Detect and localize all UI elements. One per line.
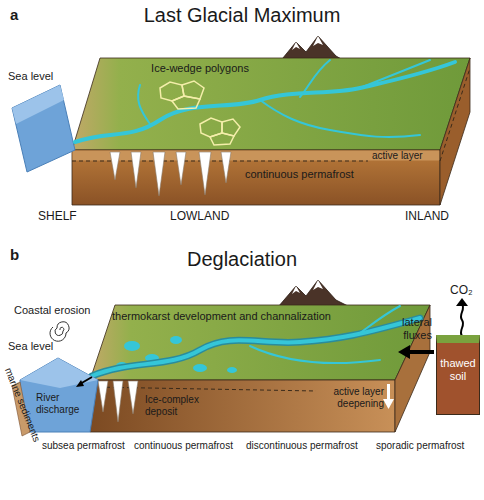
sea-slab-part [12, 85, 64, 124]
ice-wedge-polygons [160, 81, 240, 145]
river [92, 306, 420, 376]
layer-label: active layer deepening [318, 386, 384, 409]
sea-water-part [76, 380, 84, 387]
ice-wedge-part [176, 152, 186, 185]
mountain [278, 280, 350, 307]
river-part [92, 318, 420, 376]
river-part [250, 346, 380, 363]
mountain-part [313, 280, 323, 290]
river-part [260, 100, 420, 137]
land-block-part [90, 305, 430, 380]
feature-label: River discharge [36, 392, 84, 415]
feature-label: Sea level [8, 70, 53, 83]
mountain-part [278, 280, 350, 307]
river-part [75, 62, 455, 142]
co2-arrow-part [461, 304, 463, 336]
ice-wedge-polygons-part [172, 96, 200, 109]
ice-wedge-part [199, 152, 211, 195]
ice-wedge [98, 381, 138, 422]
land-block-part [72, 150, 440, 205]
feature-label: thermokarst development and channalizati… [112, 310, 331, 323]
thermokarst-ponds-part [227, 367, 237, 373]
lateral-flux-arrow-part [398, 345, 410, 359]
active-layer-arrow [383, 384, 394, 409]
permafrost-zone-label: continuous permafrost [134, 440, 233, 452]
lateral-flux-arrow [398, 345, 434, 359]
river-part [92, 318, 420, 376]
ice-wedge-part [131, 152, 141, 188]
land-block-part [92, 387, 316, 391]
land-block-part [90, 380, 395, 432]
deposit-label: Ice-complex deposit [145, 394, 207, 417]
river-part [138, 85, 150, 124]
sea-water-part [20, 358, 98, 388]
permafrost-zone-label: discontinuous permafrost [246, 440, 358, 452]
feature-label: Ice-wedge polygons [135, 62, 265, 75]
sea-slab-part [12, 85, 75, 172]
river-part [300, 60, 330, 97]
zone-label: LOWLAND [170, 210, 229, 224]
thermokarst-ponds-part [124, 341, 140, 351]
node-text: thawed soil [439, 357, 477, 382]
land-block-part [440, 58, 470, 205]
zone-label: INLAND [405, 210, 449, 224]
panel-letter: b [10, 246, 19, 263]
river-part [360, 306, 400, 333]
land-block-part [440, 68, 470, 161]
feature-label: Sea level [8, 340, 53, 353]
permafrost-zone-label: sporadic permafrost [376, 440, 464, 452]
mountain-part [292, 286, 300, 294]
lateral-flux-arrow-part [408, 350, 434, 354]
river-part [360, 60, 430, 88]
panel-title: Deglaciation [100, 248, 384, 271]
layer-label: active layer [372, 150, 423, 162]
ice-wedge-part [110, 152, 120, 180]
active-layer-arrow-part [387, 384, 390, 400]
thermokarst-ponds-part [193, 364, 207, 372]
river [75, 60, 455, 142]
land-block-part [73, 151, 440, 161]
panel-letter: a [10, 6, 18, 23]
panel-title: Last Glacial Maximum [100, 4, 384, 27]
ice-wedge-part [153, 152, 165, 196]
land-block-part [72, 58, 470, 150]
land-block [90, 305, 430, 432]
mountain-part [292, 42, 300, 50]
active-layer-arrow-part [383, 399, 394, 409]
co2-arrow [461, 304, 463, 336]
thawed-soil-column: thawed soil [436, 335, 480, 415]
zone-label: SHELF [38, 210, 77, 224]
flux-label: lateral fluxes [378, 316, 432, 341]
thermokarst-ponds-part [170, 336, 182, 344]
gas-label: CO₂ [450, 284, 473, 298]
ice-wedge-part [98, 381, 108, 412]
ice-wedge-part [113, 381, 123, 422]
land-block [72, 58, 470, 205]
mountain-part [313, 36, 323, 46]
co2-arrowhead [456, 298, 468, 306]
ice-wedge-part [128, 381, 138, 414]
sea-slab [12, 85, 75, 172]
ice-wedge-part [221, 152, 231, 183]
permafrost-zone-label: subsea permafrost [42, 440, 125, 452]
ice-wedge [110, 152, 231, 196]
layer-label: continuous permafrost [245, 168, 354, 181]
coastal-erosion-spiral [50, 322, 69, 341]
feature-label: Coastal erosion [14, 304, 90, 317]
ice-wedge-polygons-part [210, 133, 234, 145]
coastal-erosion-spiral-part [50, 322, 69, 341]
